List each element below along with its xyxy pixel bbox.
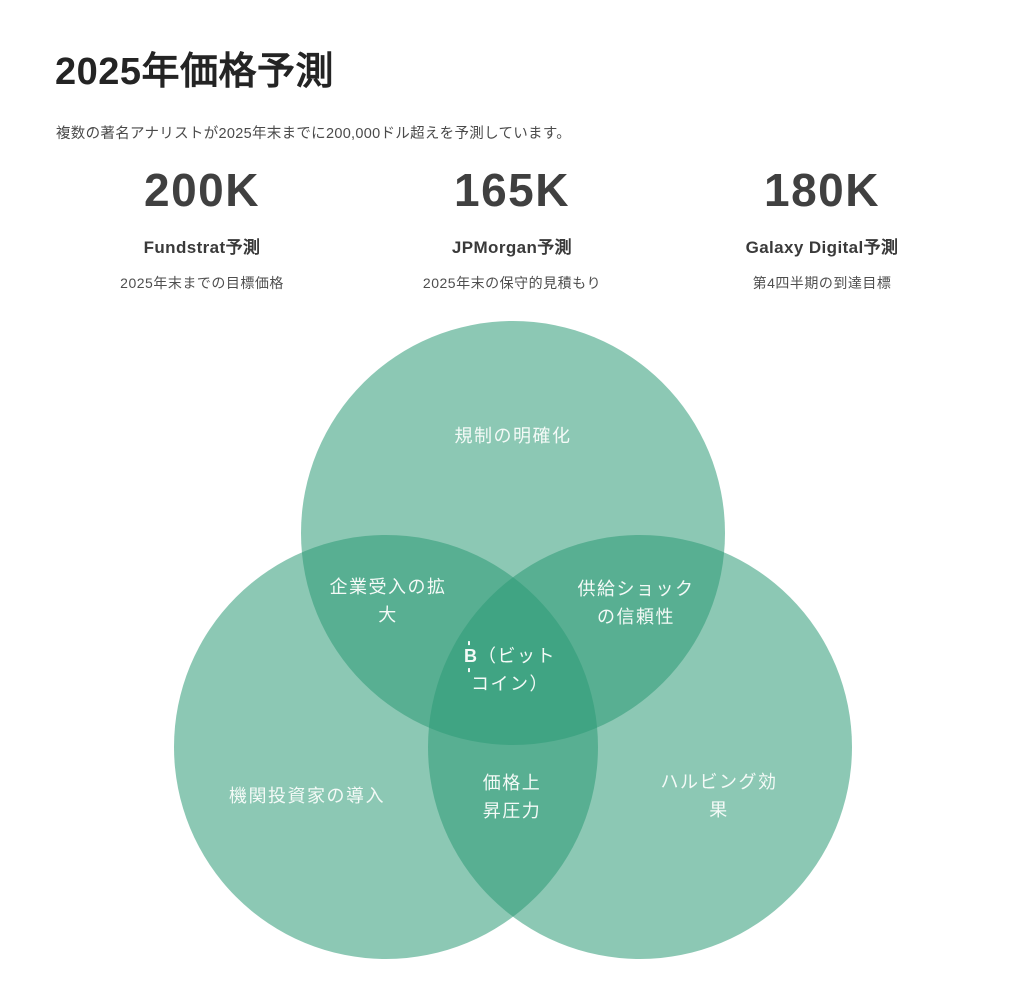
stat-description: 2025年末までの目標価格 — [120, 274, 284, 291]
stat-value: 200K — [144, 164, 260, 216]
stat-galaxy-digital: 180K Galaxy Digital予測 第4四半期の到達目標 — [667, 164, 977, 293]
venn-label-institutional-investors: 機関投資家の導入 — [229, 786, 385, 807]
stat-jpmorgan: 165K JPMorgan予測 2025年末の保守的見積もり — [357, 164, 667, 293]
venn-label-supply-shock: 供給ショック の信頼性 — [577, 579, 695, 627]
stat-label: JPMorgan予測 — [451, 237, 573, 257]
venn-center-text-line1: （ビット — [478, 646, 556, 667]
bitcoin-icon: B — [464, 641, 477, 672]
venn-label-bitcoin-center: B（ビット コイン） — [464, 641, 556, 699]
venn-diagram: 規制の明確化 企業受入の拡 大 供給ショック の信頼性 B（ビット コイン） 機… — [174, 321, 852, 959]
stat-description: 2025年末の保守的見積もり — [422, 274, 602, 291]
venn-circle-bottom-right — [428, 535, 852, 959]
stat-description: 第4四半期の到達目標 — [752, 274, 892, 291]
venn-label-regulatory-clarity: 規制の明確化 — [454, 426, 572, 447]
stat-fundstrat: 200K Fundstrat予測 2025年末までの目標価格 — [47, 164, 357, 293]
page-subtitle: 複数の著名アナリストが2025年末までに200,000ドル超えを予測しています。 — [56, 126, 571, 142]
stat-label: Fundstrat予測 — [143, 237, 261, 257]
stat-label: Galaxy Digital予測 — [745, 237, 899, 257]
stat-value: 165K — [454, 164, 570, 216]
venn-label-corporate-adoption: 企業受入の拡 大 — [329, 577, 447, 625]
page-title: 2025年価格予測 — [55, 51, 335, 93]
venn-center-text-line2: コイン） — [471, 674, 549, 694]
venn-label-price-pressure: 価格上 昇圧力 — [482, 773, 542, 821]
venn-label-halving-effect: ハルビング効果 — [660, 772, 778, 820]
stat-value: 180K — [764, 164, 880, 216]
prediction-stats-row: 200K Fundstrat予測 2025年末までの目標価格 165K JPMo… — [47, 164, 977, 293]
